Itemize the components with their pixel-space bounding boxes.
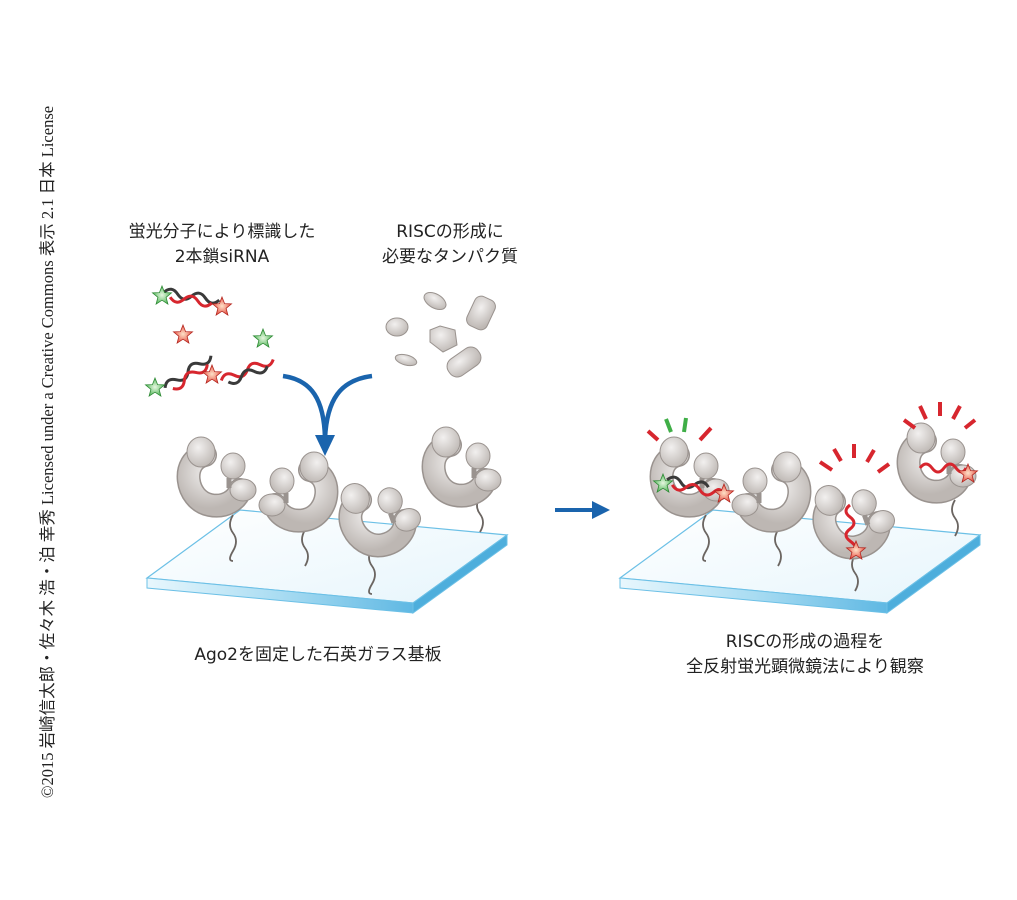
protein-label: RISCの形成に 必要なタンパク質 bbox=[382, 220, 518, 270]
bound-guide-strand bbox=[844, 503, 866, 560]
sirna-label-line2: 2本鎖siRNA bbox=[174, 247, 270, 267]
ago2-protein bbox=[732, 452, 801, 521]
tethers-right bbox=[702, 499, 959, 592]
sirna-label: 蛍光分子により標識した 2本鎖siRNA bbox=[129, 220, 316, 270]
fluorescence-emission-1 bbox=[646, 417, 713, 442]
ago2-protein bbox=[187, 437, 256, 506]
fluorescence-emission-3 bbox=[902, 402, 977, 430]
sirna-duplex bbox=[152, 285, 232, 316]
merge-arrow bbox=[282, 373, 373, 456]
glass-substrate-right bbox=[618, 509, 982, 614]
process-arrow bbox=[555, 501, 610, 519]
ago2-protein bbox=[259, 452, 328, 521]
protein-hexagon bbox=[429, 325, 458, 353]
protein-blob bbox=[394, 353, 418, 367]
observation-label-line1: RISCの形成の過程を bbox=[725, 632, 885, 652]
substrate-label: Ago2を固定した石英ガラス基板 bbox=[194, 645, 442, 665]
bound-guide-strand bbox=[918, 462, 978, 483]
sirna-duplex bbox=[202, 328, 275, 385]
protein-cylinder bbox=[446, 346, 482, 378]
observation-label-line2: 全反射蛍光顕微鏡法により観察 bbox=[686, 657, 924, 677]
ago2-protein bbox=[432, 427, 501, 496]
bound-sirna-duplex bbox=[653, 473, 734, 503]
sirna-label-line1: 蛍光分子により標識した bbox=[128, 222, 316, 242]
free-proteins bbox=[385, 291, 496, 378]
protein-label-line1: RISCの形成に bbox=[396, 222, 504, 242]
ago2-protein bbox=[660, 437, 729, 506]
ago2-protein bbox=[907, 423, 976, 492]
fluorescence-emission-2 bbox=[818, 444, 891, 474]
sirna-duplex bbox=[145, 324, 213, 397]
tethers-left bbox=[229, 495, 484, 595]
protein-label-line2: 必要なタンパク質 bbox=[382, 247, 518, 267]
glass-substrate-left bbox=[145, 509, 509, 614]
protein-blob bbox=[385, 317, 409, 337]
protein-blob bbox=[423, 291, 447, 311]
observation-label: RISCの形成の過程を 全反射蛍光顕微鏡法により観察 bbox=[686, 630, 924, 680]
protein-cylinder bbox=[466, 295, 496, 331]
